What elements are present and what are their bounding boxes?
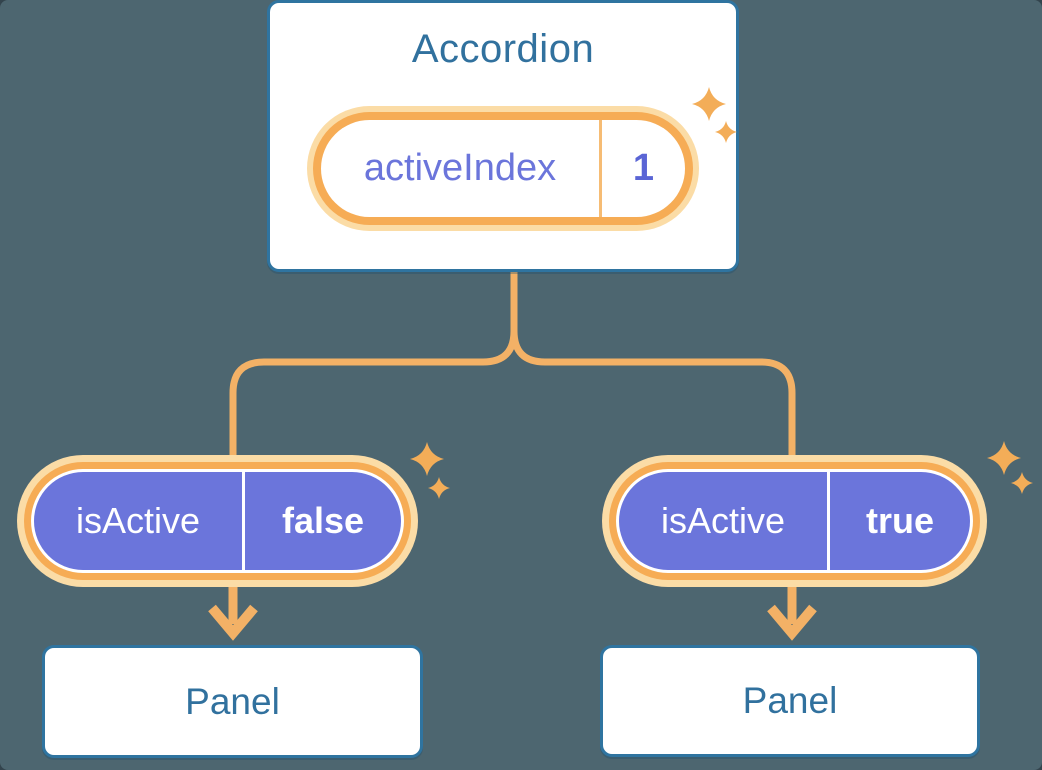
- prop-value: false: [281, 500, 365, 541]
- sparkle-icon: [987, 441, 1021, 475]
- arrow-down-icon: [208, 604, 258, 641]
- accordion-title: Accordion: [411, 27, 595, 71]
- pill-divider: [242, 472, 245, 570]
- panel-label: Panel: [742, 680, 838, 721]
- state-value: 1: [632, 147, 655, 189]
- pill-divider: [599, 120, 602, 217]
- pill-divider: [827, 472, 830, 570]
- state-name: activeIndex: [363, 147, 557, 189]
- pill-orange-ring: isActive true: [609, 462, 980, 580]
- sparkle-icon: [410, 442, 444, 476]
- connector-right-branch: [510, 272, 796, 460]
- panel-card-right: Panel: [600, 645, 980, 757]
- accordion-card: Accordion activeIndex 1: [267, 0, 739, 272]
- pill-orange-ring: isActive false: [24, 462, 411, 580]
- panel-label: Panel: [185, 680, 280, 722]
- pill-orange-ring: activeIndex 1: [313, 112, 693, 225]
- sparkle-icon: [428, 477, 450, 499]
- panel-card-left: Panel: [42, 645, 423, 758]
- connector-left-branch: [229, 272, 518, 460]
- sparkle-icon: [1011, 472, 1033, 494]
- prop-name: isActive: [75, 500, 201, 541]
- prop-value: true: [865, 500, 934, 541]
- prop-name: isActive: [660, 500, 786, 541]
- active-index-state-pill: activeIndex 1: [307, 106, 699, 231]
- is-active-pill-right: isActive true: [602, 455, 987, 587]
- arrow-down-icon: [767, 604, 817, 641]
- is-active-pill-left: isActive false: [17, 455, 418, 587]
